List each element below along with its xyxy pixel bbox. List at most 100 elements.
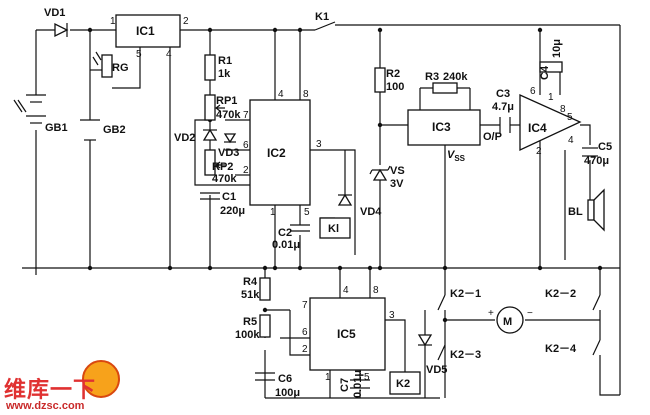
ic2-pin-1: 1 — [270, 207, 276, 218]
watermark-mascot-icon — [82, 360, 120, 398]
gb1-battery — [13, 94, 46, 124]
rp1-potentiometer — [204, 94, 216, 121]
c7-label: C7 — [339, 378, 351, 392]
r1-label: R1 — [218, 55, 232, 67]
r5-label: R5 — [243, 316, 257, 328]
vd1-label: VD1 — [44, 7, 65, 19]
r4-resistor — [259, 277, 271, 301]
rp1-label: RP1 — [216, 95, 237, 107]
c6-label: C6 — [278, 373, 292, 385]
r2-label: R2 — [386, 68, 400, 80]
ic5-pin-5: 5 — [364, 372, 370, 383]
r5-resistor — [259, 314, 271, 338]
ic3-vss-label: VSS — [447, 149, 466, 163]
k2-3-contact — [437, 344, 446, 361]
c5-capacitor — [582, 147, 598, 157]
r3-label: R3 — [425, 71, 439, 83]
c1-label: C1 — [222, 191, 236, 203]
r1-resistor — [204, 54, 216, 81]
rp2-value: 470k — [212, 173, 237, 185]
ic4-pin-6: 6 — [530, 86, 536, 97]
c4-value: 10μ — [551, 39, 563, 58]
k1-switch — [314, 21, 336, 31]
k2-1-label: K2－1 — [450, 288, 481, 300]
ic1-pin-2: 2 — [183, 16, 189, 27]
rg-label: RG — [112, 62, 129, 74]
r3-value: 240k — [443, 71, 468, 83]
gb1-label: GB1 — [45, 122, 68, 134]
rg-photoresistor — [92, 51, 113, 78]
vd4-label: VD4 — [360, 206, 382, 218]
ic2-pin-3: 3 — [316, 139, 322, 150]
k2-3-label: K2－3 — [450, 349, 481, 361]
motor-label: M — [503, 316, 512, 328]
ic4-pin-4: 4 — [568, 135, 574, 146]
vs-value: 3V — [390, 178, 404, 190]
relay-k2-label: K2 — [396, 378, 410, 390]
c4-label: C4 — [539, 65, 551, 80]
ic5-pin-3: 3 — [389, 310, 395, 321]
ic3-label: IC3 — [432, 120, 451, 134]
vd1-diode — [54, 22, 69, 38]
rp2-label: RP2 — [212, 161, 233, 173]
watermark-logo: 维库一下 www.dzsc.com — [4, 358, 154, 414]
ic2-pin-2: 2 — [243, 165, 249, 176]
ic1-label: IC1 — [136, 24, 155, 38]
r4-value: 51k — [241, 289, 260, 301]
vd5-label: VD5 — [426, 364, 447, 376]
k2-relay-coil — [389, 371, 421, 395]
k2-2-contact — [592, 294, 601, 311]
vd3-diode — [223, 133, 237, 144]
ic1-pin-4: 4 — [166, 49, 172, 60]
c2-label: C2 — [278, 227, 292, 239]
watermark-url[interactable]: www.dzsc.com — [6, 400, 85, 412]
rp2-potentiometer — [204, 149, 216, 176]
gb2-battery — [80, 119, 100, 141]
ic2-pin-5: 5 — [304, 207, 310, 218]
rp1-value: 470k — [216, 109, 241, 121]
bl-label: BL — [568, 206, 583, 218]
c1-value: 220μ — [220, 205, 245, 217]
vd5-diode — [417, 310, 433, 347]
k2-2-label: K2－2 — [545, 288, 576, 300]
motor-symbol — [496, 306, 524, 334]
ic4-pin-5: 5 — [567, 112, 573, 123]
ic5-block — [309, 297, 386, 371]
ic5-pin-8: 8 — [373, 285, 379, 296]
ic3-op-label: O/P — [483, 131, 502, 143]
ic5-pin-4: 4 — [343, 285, 349, 296]
k2-4-contact — [592, 339, 601, 356]
wires — [22, 24, 621, 399]
c5-value: 470μ — [584, 155, 609, 167]
r4-label: R4 — [243, 276, 258, 288]
c2-capacitor — [290, 224, 310, 232]
watermark-logo-text: 维库一下 — [4, 377, 97, 402]
rp2-wiper — [215, 161, 225, 169]
ic4-label: IC4 — [528, 121, 547, 135]
r3-resistor — [432, 82, 458, 94]
ic4-pin-2: 2 — [536, 146, 542, 157]
r2-value: 100 — [386, 81, 404, 93]
ic5-pin-6: 6 — [302, 327, 308, 338]
r1-value: 1k — [218, 68, 231, 80]
ic5-pin-1: 1 — [325, 372, 331, 383]
c6-capacitor — [255, 372, 275, 381]
relay-k1-label: Kl — [328, 223, 339, 235]
ic5-label: IC5 — [337, 327, 356, 341]
k1-label: K1 — [315, 11, 329, 23]
r5-value: 100k — [235, 329, 260, 341]
ic1-pin-1: 1 — [110, 16, 116, 27]
c7-value: 0.01μ — [352, 370, 364, 398]
c4-capacitor — [539, 61, 563, 73]
vd2-diode — [202, 128, 218, 141]
vd3-label: VD3 — [218, 147, 239, 159]
c2-value: 0.01μ — [272, 239, 300, 251]
ic2-label: IC2 — [267, 146, 286, 160]
c3-label: C3 — [496, 88, 510, 100]
ic2-block — [249, 99, 311, 206]
ic2-pin-6: 6 — [243, 140, 249, 151]
ic1-block — [115, 14, 181, 48]
ic2-pin-8: 8 — [303, 89, 309, 100]
motor-minus: − — [527, 308, 533, 319]
